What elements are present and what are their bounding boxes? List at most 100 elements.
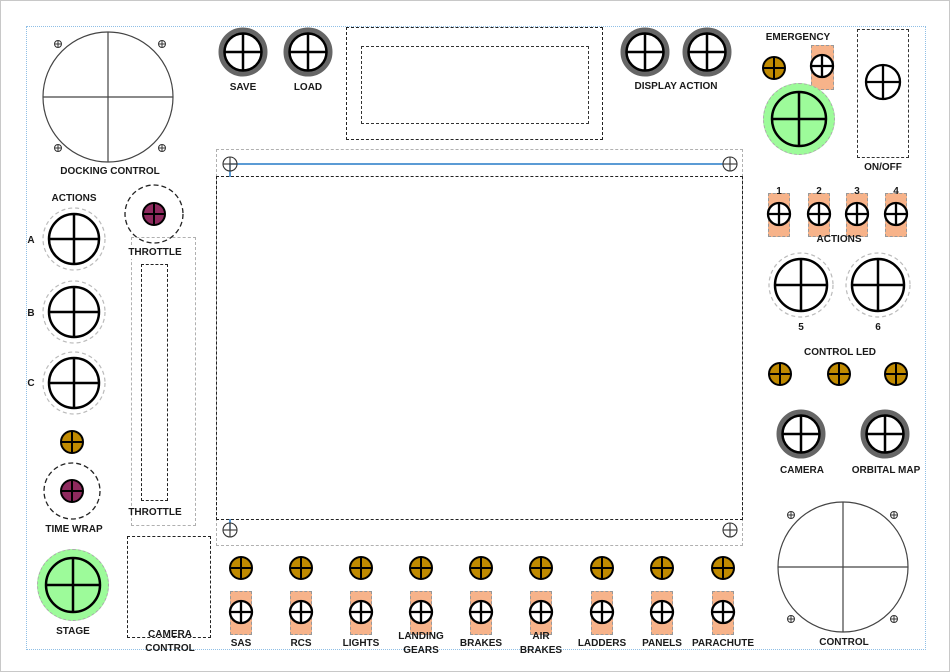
action-a-button[interactable]	[42, 207, 106, 271]
toggle-label: PARACHUTE	[691, 638, 755, 649]
toggle-led-amber	[650, 556, 674, 580]
time-wrap-label: TIME WRAP	[45, 524, 103, 535]
toggle-switch-panels[interactable]	[649, 599, 675, 625]
screw-icon	[54, 40, 62, 48]
toggle-label: BRAKES	[459, 638, 503, 649]
screw-icon	[787, 511, 795, 519]
control-led-1	[768, 362, 792, 386]
on-off-label: ON/OFF	[864, 162, 902, 173]
action-5-label: 5	[798, 322, 804, 333]
load-label: LOAD	[293, 82, 323, 93]
save-label: SAVE	[229, 82, 257, 93]
action-a-label: A	[27, 235, 35, 246]
action-toggle-4[interactable]	[883, 201, 909, 227]
load-button[interactable]	[283, 27, 334, 78]
docking-control-label: DOCKING CONTROL	[60, 166, 160, 177]
actions-title-left: ACTIONS	[51, 193, 97, 204]
action-toggle-2[interactable]	[806, 201, 832, 227]
control-led-2	[827, 362, 851, 386]
lcd-display-frame	[346, 27, 603, 140]
action-toggle-number: 4	[893, 186, 899, 197]
camera-button[interactable]	[776, 409, 827, 460]
action-c-button[interactable]	[42, 351, 106, 415]
display-action-button-1[interactable]	[620, 27, 671, 78]
main-screen	[216, 176, 743, 520]
action-toggle-number: 1	[776, 186, 782, 197]
on-off-switch[interactable]	[864, 63, 902, 101]
emergency-label: EMERGENCY	[765, 32, 831, 43]
throttle-knob[interactable]	[124, 184, 184, 244]
toggle-label-line2: BRAKES	[519, 645, 563, 656]
toggle-switch-ladders[interactable]	[589, 599, 615, 625]
orbital-map-button[interactable]	[860, 409, 911, 460]
screw-icon	[722, 156, 738, 172]
on-off-housing	[857, 29, 909, 158]
screen-rail-top	[230, 163, 730, 165]
control-joystick[interactable]	[777, 501, 911, 635]
save-button[interactable]	[218, 27, 269, 78]
toggle-label: LADDERS	[577, 638, 627, 649]
toggle-label: PANELS	[642, 638, 682, 649]
toggle-label: SAS	[230, 638, 252, 649]
action-6-label: 6	[875, 322, 881, 333]
camera-label: CAMERA	[780, 465, 824, 476]
docking-control-joystick[interactable]	[42, 30, 180, 164]
toggle-switch-lights[interactable]	[348, 599, 374, 625]
toggle-label: LIGHTS	[342, 638, 380, 649]
toggle-switch-rcs[interactable]	[288, 599, 314, 625]
display-action-button-2[interactable]	[682, 27, 733, 78]
led-indicator-amber	[762, 56, 786, 80]
camera-control-label-2: CONTROL	[145, 643, 195, 654]
toggle-led-amber	[289, 556, 313, 580]
screw-icon	[787, 615, 795, 623]
screw-icon	[222, 522, 238, 538]
toggle-led-amber	[229, 556, 253, 580]
control-led-label: CONTROL LED	[803, 347, 877, 358]
display-action-label: DISPLAY ACTION	[634, 81, 718, 92]
throttle-label-top: THROTTLE	[126, 247, 184, 259]
emergency-toggle[interactable]	[809, 53, 837, 81]
action-6-button[interactable]	[845, 252, 911, 318]
toggle-switch-landing-gears[interactable]	[408, 599, 434, 625]
screw-icon	[722, 522, 738, 538]
stage-label: STAGE	[56, 626, 90, 637]
throttle-housing	[131, 237, 196, 526]
toggle-label: AIR	[532, 631, 550, 642]
emergency-button[interactable]	[769, 89, 829, 149]
screw-icon	[890, 511, 898, 519]
screw-icon	[54, 144, 62, 152]
throttle-label-bottom: THROTTLE	[128, 507, 182, 518]
lcd-display-screen	[361, 46, 589, 124]
action-b-label: B	[27, 308, 35, 319]
control-led-3	[884, 362, 908, 386]
toggle-switch-sas[interactable]	[228, 599, 254, 625]
toggle-switch-air-brakes[interactable]	[528, 599, 554, 625]
toggle-switch-brakes[interactable]	[468, 599, 494, 625]
actions-title-right: ACTIONS	[816, 234, 862, 245]
screw-icon	[158, 40, 166, 48]
toggle-label-line2: GEARS	[403, 645, 439, 656]
camera-control-label-1: CAMERA	[148, 629, 192, 640]
screw-icon	[890, 615, 898, 623]
control-label: CONTROL	[819, 637, 869, 648]
toggle-label: RCS	[290, 638, 312, 649]
toggle-led-amber	[469, 556, 493, 580]
camera-control-pad[interactable]	[127, 536, 211, 638]
stage-button[interactable]	[43, 555, 103, 615]
action-b-button[interactable]	[42, 280, 106, 344]
action-toggle-1[interactable]	[766, 201, 792, 227]
orbital-map-label: ORBITAL MAP	[851, 465, 921, 476]
action-c-label: C	[27, 378, 35, 389]
toggle-led-amber	[711, 556, 735, 580]
screw-icon	[222, 156, 238, 172]
action-toggle-number: 2	[816, 186, 822, 197]
screw-icon	[158, 144, 166, 152]
panel-border	[26, 26, 926, 650]
time-wrap-knob[interactable]	[43, 462, 103, 522]
led-indicator-amber	[60, 430, 84, 454]
action-5-button[interactable]	[768, 252, 834, 318]
toggle-switch-parachute[interactable]	[710, 599, 736, 625]
throttle-slider-track[interactable]	[141, 264, 168, 501]
action-toggle-3[interactable]	[844, 201, 870, 227]
toggle-led-amber	[590, 556, 614, 580]
